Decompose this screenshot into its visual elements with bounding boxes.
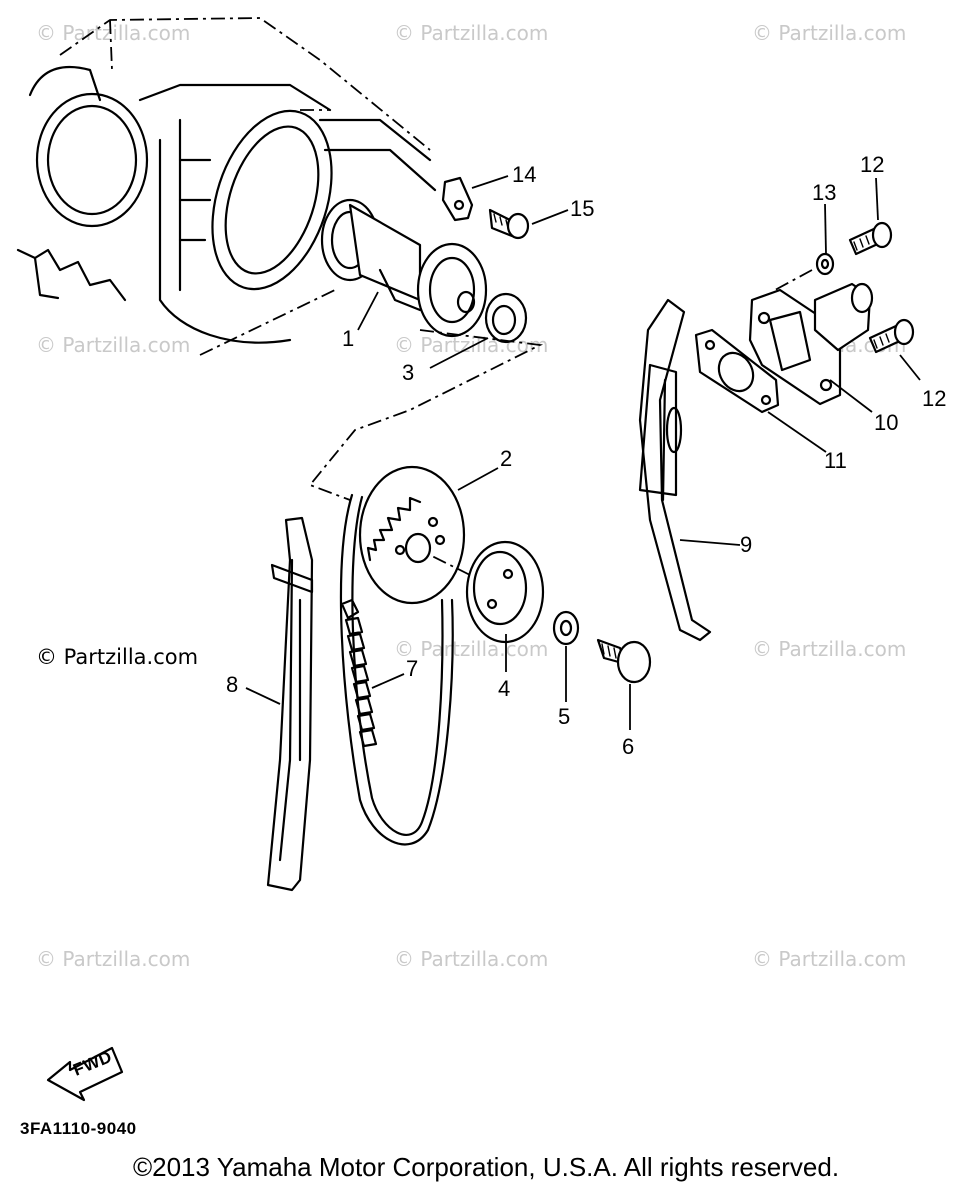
tensioner-bolt-lower — [868, 318, 915, 354]
forward-arrow-icon: FWD — [46, 1046, 124, 1102]
watermark-text: © Partzilla.com — [36, 21, 190, 45]
camshaft-circlip — [484, 292, 528, 344]
leader-lines — [245, 175, 921, 730]
callout-4: 4 — [498, 676, 510, 701]
watermark-text-dark: © Partzilla.com — [36, 645, 198, 669]
callout-6: 6 — [622, 734, 634, 759]
watermark-text: © Partzilla.com — [36, 333, 190, 357]
cam-sprocket — [358, 465, 466, 605]
callout-10: 10 — [874, 410, 898, 435]
retainer-bolt — [488, 208, 530, 240]
sprocket-plate — [429, 540, 545, 644]
retainer-plate — [441, 176, 474, 222]
watermark-text: © Partzilla.com — [394, 947, 548, 971]
callout-8: 8 — [226, 672, 238, 697]
callout-13: 13 — [812, 180, 836, 205]
watermark-text: © Partzilla.com — [752, 637, 906, 661]
callout-2: 2 — [500, 446, 512, 471]
tensioner-gasket — [694, 328, 780, 414]
copyright-notice: ©2013 Yamaha Motor Corporation, U.S.A. A… — [132, 1152, 840, 1182]
watermark-text: © Partzilla.com — [36, 947, 190, 971]
callout-3: 3 — [402, 360, 414, 385]
washer — [552, 610, 580, 646]
watermark-text: © Partzilla.com — [752, 21, 906, 45]
cam-chain — [339, 493, 454, 846]
watermark-text: © Partzilla.com — [394, 21, 548, 45]
callout-12-upper: 12 — [860, 152, 884, 177]
tensioner-bolt-upper — [848, 221, 893, 256]
watermarks: © Partzilla.com © Partzilla.com © Partzi… — [36, 21, 906, 971]
callout-5: 5 — [558, 704, 570, 729]
chain-guide-intake — [638, 298, 712, 642]
diagram-code: 3FA1110-9040 — [20, 1119, 137, 1138]
callout-9: 9 — [740, 532, 752, 557]
tensioner-washer — [774, 252, 835, 291]
watermark-text: © Partzilla.com — [394, 637, 548, 661]
callout-labels: 1 2 3 4 5 6 7 8 9 10 11 12 12 13 14 15 — [226, 152, 946, 759]
watermark-text: © Partzilla.com — [752, 947, 906, 971]
callout-14: 14 — [512, 162, 536, 187]
sprocket-bolt — [596, 638, 652, 684]
callout-7: 7 — [406, 656, 418, 681]
callout-1: 1 — [342, 326, 354, 351]
callout-15: 15 — [570, 196, 594, 221]
chain-tensioner — [748, 282, 874, 406]
camshaft — [320, 198, 488, 338]
callout-11: 11 — [824, 448, 847, 473]
cylinder-head-housing — [16, 17, 437, 356]
chain-guide-exhaust — [266, 516, 314, 892]
callout-12-lower: 12 — [922, 386, 946, 411]
